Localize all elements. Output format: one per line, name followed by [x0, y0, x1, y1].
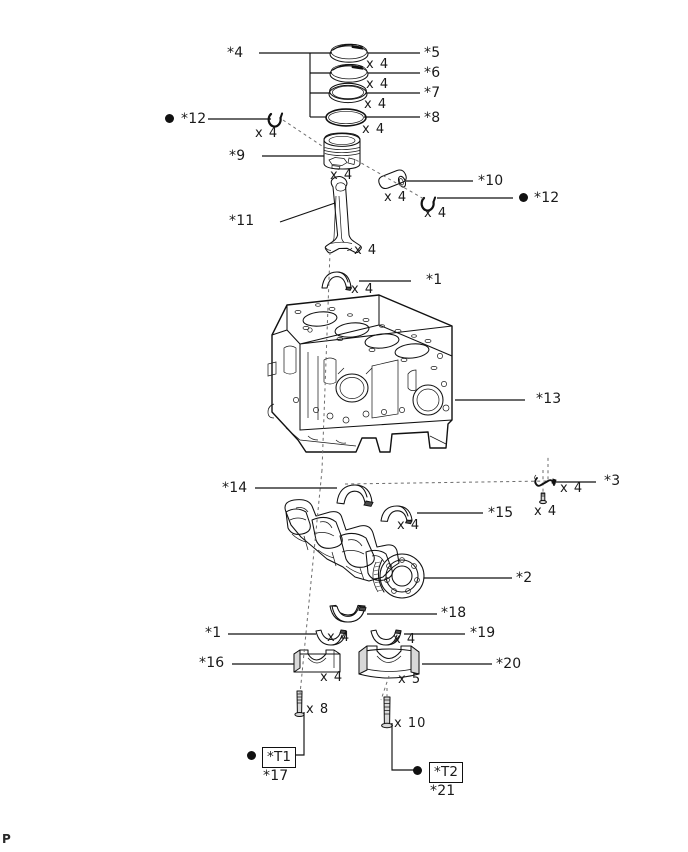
torque-tag-t2[interactable]: *T2	[429, 762, 464, 783]
crankshaft	[284, 499, 512, 599]
crankshaft-bearing-upper	[380, 505, 483, 525]
assembly-guides-upper	[282, 119, 425, 200]
oil-jet-bolt	[539, 492, 547, 505]
crankshaft-bearing-cap-bolt	[381, 696, 414, 771]
connecting-rod	[279, 176, 362, 254]
qty-17: x 8	[306, 702, 330, 717]
callout-14[interactable]: *14	[222, 480, 248, 496]
qty-21: x 10	[394, 716, 427, 731]
callout-7[interactable]: *7	[424, 85, 441, 101]
qty-6: x 4	[366, 77, 390, 92]
bullet-dot-t2	[413, 766, 422, 775]
assembly-guides-lower	[299, 251, 390, 701]
assembly-guide-oiljet	[344, 455, 549, 500]
piston-ring-no2	[329, 63, 369, 83]
callout-4[interactable]: *4	[227, 45, 244, 61]
qty-7: x 4	[364, 97, 388, 112]
callout-17[interactable]: *17	[263, 768, 289, 784]
callout-1-upper[interactable]: *1	[426, 272, 443, 288]
callout-15[interactable]: *15	[488, 505, 514, 521]
qty-1-lower: x 4	[327, 630, 351, 645]
callout-1-lower[interactable]: *1	[205, 625, 222, 641]
callout-12-left[interactable]: *12	[181, 111, 207, 127]
piston-pin	[378, 169, 473, 190]
callout-18[interactable]: *18	[441, 605, 467, 621]
piston-ring-no1	[329, 43, 369, 63]
torque-tag-t1[interactable]: *T1	[262, 747, 297, 768]
callout-12-right[interactable]: *12	[534, 190, 560, 206]
callout-21[interactable]: *21	[430, 783, 456, 799]
callout-3[interactable]: *3	[604, 473, 621, 489]
cylinder-block	[267, 294, 525, 453]
snap-ring-left	[267, 112, 284, 128]
oil-ring-expander	[325, 108, 367, 127]
thrust-washer-upper	[255, 484, 374, 507]
connecting-rod-bearing-upper	[321, 271, 411, 291]
qty-8: x 4	[362, 122, 386, 137]
qty-5: x 4	[366, 57, 390, 72]
qty-15: x 4	[397, 518, 421, 533]
callout-8[interactable]: *8	[424, 110, 441, 126]
callout-5[interactable]: *5	[424, 45, 441, 61]
qty-20: x 5	[398, 672, 422, 687]
bullet-dot-12-left	[165, 114, 174, 123]
crankshaft-bearing-cap	[358, 645, 492, 679]
snap-ring-right	[420, 196, 437, 212]
callout-16[interactable]: *16	[199, 655, 225, 671]
corner-mark: P	[2, 832, 11, 846]
connecting-rod-cap	[232, 649, 341, 673]
leader-lines-snaprings	[208, 118, 513, 199]
connecting-rod-cap-bolt	[282, 690, 305, 756]
callout-10[interactable]: *10	[478, 173, 504, 189]
callout-6[interactable]: *6	[424, 65, 441, 81]
piston	[262, 132, 361, 170]
qty-11: x 4	[354, 243, 378, 258]
leader-lines-rings	[259, 52, 420, 118]
callout-11[interactable]: *11	[229, 213, 255, 229]
bullet-dot-t1	[247, 751, 256, 760]
qty-10: x 4	[384, 190, 408, 205]
qty-19: x 4	[393, 632, 417, 647]
qty-3-upper: x 4	[560, 481, 584, 496]
qty-12-right: x 4	[424, 206, 448, 221]
qty-12-left: x 4	[255, 126, 279, 141]
callout-13[interactable]: *13	[536, 391, 562, 407]
oil-ring-rail	[328, 82, 368, 104]
oil-jet	[534, 474, 596, 487]
callout-20[interactable]: *20	[496, 656, 522, 672]
qty-16: x 4	[320, 670, 344, 685]
qty-9: x 4	[330, 168, 354, 183]
callout-2[interactable]: *2	[516, 570, 533, 586]
bullet-dot-12-right	[519, 193, 528, 202]
qty-1-upper: x 4	[351, 282, 375, 297]
crankshaft-bearing-lower	[370, 629, 465, 646]
thrust-washer-lower	[329, 604, 437, 623]
connecting-rod-bearing-lower	[228, 629, 347, 646]
callout-9[interactable]: *9	[229, 148, 246, 164]
callout-19[interactable]: *19	[470, 625, 496, 641]
qty-3-lower: x 4	[534, 504, 558, 519]
